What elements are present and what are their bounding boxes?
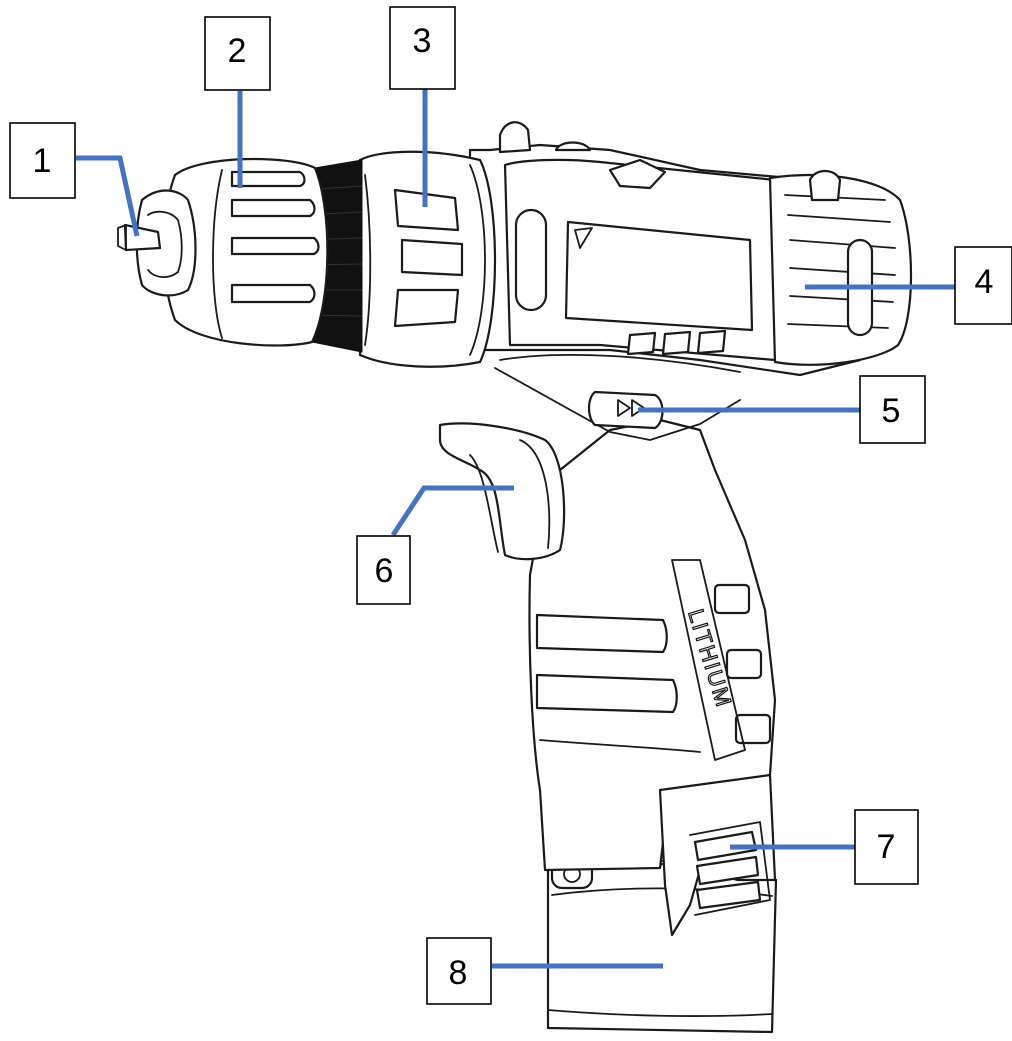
leader-line-6 (390, 485, 514, 537)
torque-collar (358, 150, 497, 368)
callout-7: 7 (854, 809, 919, 885)
drill-illustration: LITHIUM (117, 121, 913, 1034)
handle-grip: LITHIUM (528, 418, 777, 937)
leader-lines (76, 89, 955, 969)
callout-label-3: 3 (413, 22, 432, 60)
callout-4: 4 (954, 246, 1012, 325)
callout-label-1: 1 (33, 142, 52, 180)
callout-2: 2 (204, 16, 271, 91)
direction-switch (587, 390, 664, 430)
callout-1: 1 (9, 122, 76, 199)
trigger (438, 422, 566, 561)
callout-label-5: 5 (882, 392, 901, 430)
callout-label-8: 8 (449, 954, 468, 992)
callout-label-4: 4 (975, 263, 994, 301)
callout-label-2: 2 (228, 32, 247, 70)
callout-3: 3 (389, 6, 456, 90)
leader-line-1 (76, 155, 140, 237)
keyless-chuck (135, 157, 329, 347)
rear-end-cap (768, 169, 913, 366)
callout-5: 5 (859, 375, 926, 444)
callout-6: 6 (356, 535, 411, 605)
callout-label-6: 6 (375, 552, 394, 590)
callout-8: 8 (426, 937, 492, 1005)
callout-label-7: 7 (877, 828, 896, 866)
